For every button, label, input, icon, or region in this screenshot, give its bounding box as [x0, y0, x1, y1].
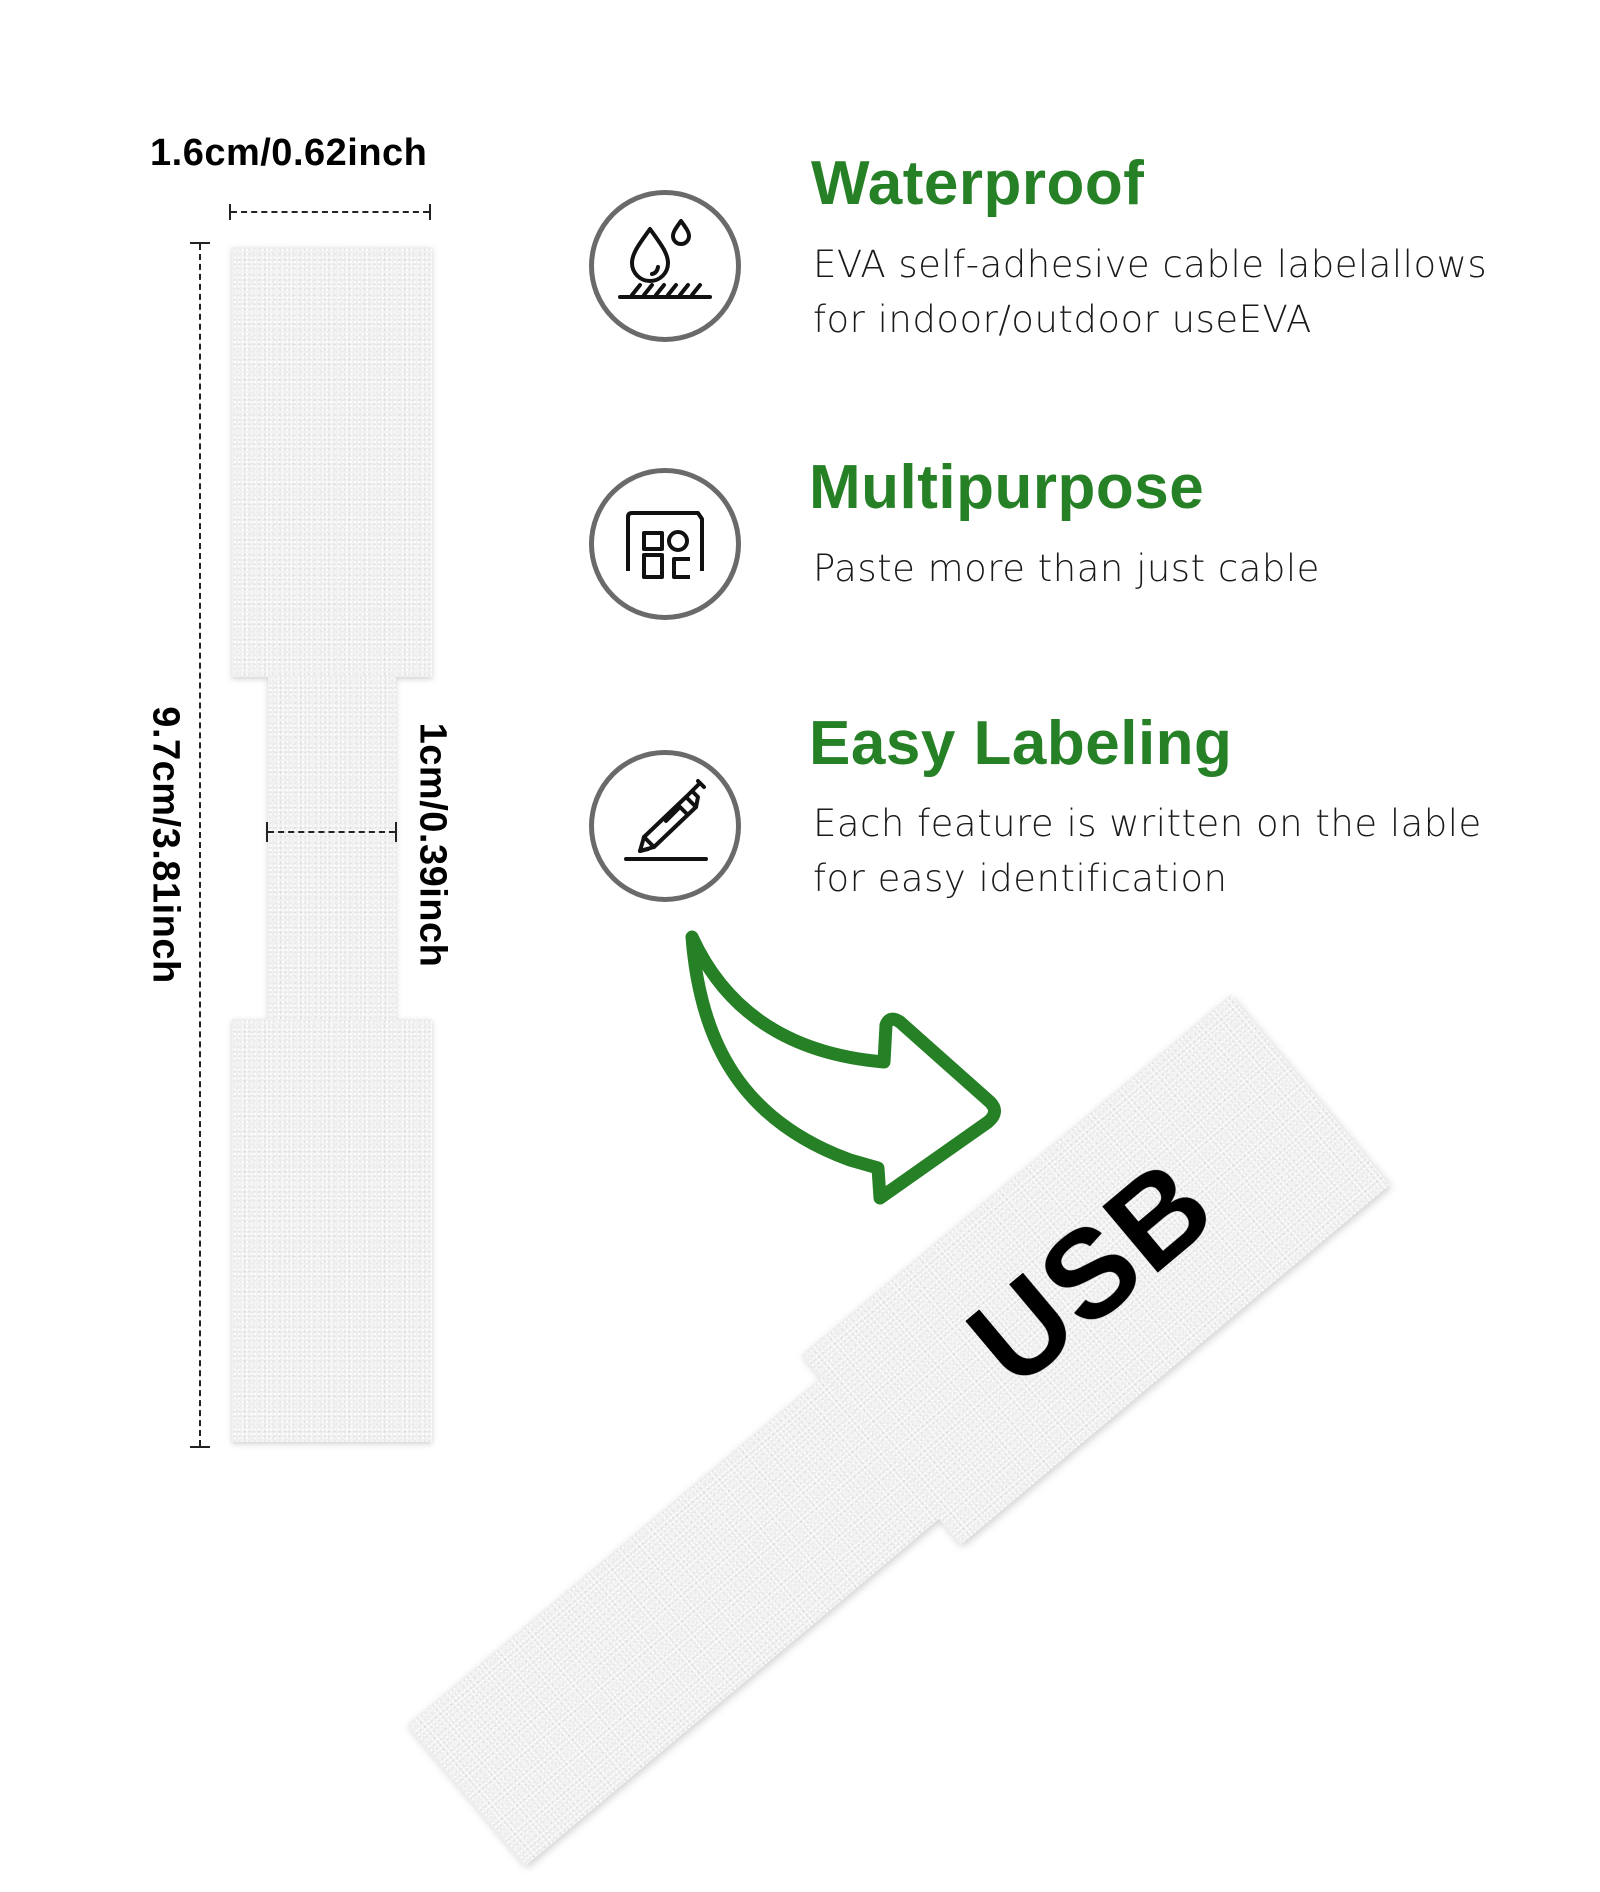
- waterproof-drops-icon: [618, 219, 712, 299]
- feature-desc-waterproof: EVA self-adhesive cable labelallows for …: [813, 243, 1488, 341]
- feature-icon-multipurpose: [589, 468, 741, 620]
- feature-title-easy-labeling: Easy Labeling: [809, 709, 1233, 778]
- width-dimension-line: [229, 204, 431, 220]
- label-neck: [268, 675, 396, 1021]
- multipurpose-grid-icon: [626, 511, 704, 579]
- feature-title-waterproof: Waterproof: [811, 149, 1145, 218]
- feature-title-multipurpose: Multipurpose: [809, 453, 1205, 522]
- cable-label-diagram: [232, 247, 432, 1442]
- pen-writing-icon: [624, 779, 708, 861]
- label-bottom-tail: [232, 1019, 432, 1442]
- label-top-flag: [232, 247, 432, 677]
- neck-width-dimension-line: [266, 822, 397, 842]
- feature-desc-multipurpose: Paste more than just cable: [813, 547, 1320, 590]
- feature-icon-waterproof: [589, 190, 741, 342]
- feature-desc-easy-labeling: Each feature is written on the lable for…: [813, 802, 1482, 900]
- curved-arrow-icon: [685, 930, 1001, 1205]
- width-dimension-label: 1.6cm/0.62inch: [150, 132, 428, 174]
- length-dimension-line: [190, 242, 210, 1448]
- feature-icon-easy-labeling: [589, 750, 741, 902]
